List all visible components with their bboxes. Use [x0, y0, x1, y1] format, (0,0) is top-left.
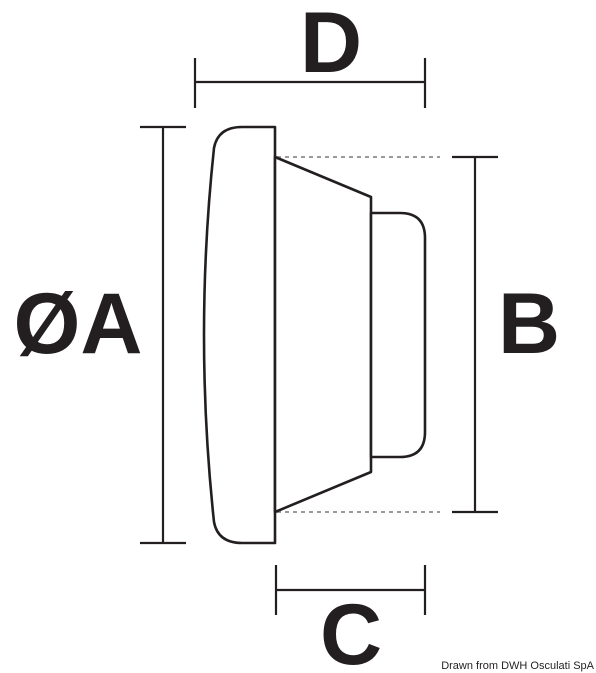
credit-text: Drawn from DWH Osculati SpA [441, 660, 594, 672]
dimension-c: C [274, 565, 427, 673]
dimension-a: ØA [14, 125, 186, 545]
part-tapered-body [273, 155, 373, 514]
part-end-cap [369, 211, 427, 459]
dimension-b-label: B [498, 276, 560, 372]
dimension-d-label: D [300, 0, 362, 91]
dimension-d: D [193, 0, 427, 108]
dimension-a-label: ØA [14, 276, 143, 372]
dimension-b: B [277, 155, 560, 514]
part-profile [202, 125, 427, 545]
part-flange [202, 125, 277, 545]
dimension-c-label: C [320, 587, 382, 673]
